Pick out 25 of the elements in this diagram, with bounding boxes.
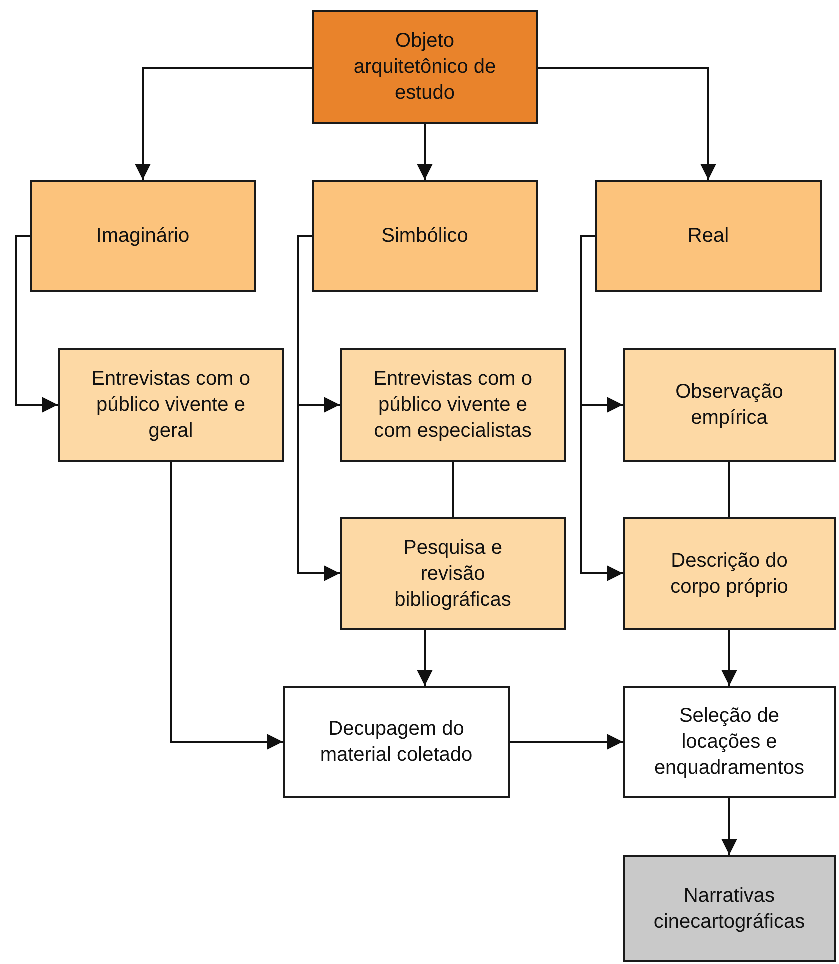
arrow xyxy=(722,798,738,855)
connector-line xyxy=(728,462,730,517)
process-box: Entrevistas com o público vivente e com especialistas xyxy=(340,348,566,462)
arrow xyxy=(135,67,312,180)
arrow xyxy=(417,630,433,686)
process-box: Real xyxy=(595,180,822,292)
process-box: Imaginário xyxy=(30,180,256,292)
process-box: Objeto arquitetônico de estudo xyxy=(312,10,538,124)
process-box: Observação empírica xyxy=(623,348,836,462)
process-box: Pesquisa e revisão bibliográficas xyxy=(340,517,566,630)
connector-line xyxy=(452,462,454,517)
process-box: Seleção de locações e enquadramentos xyxy=(623,686,836,798)
arrow xyxy=(170,462,283,750)
process-box: Decupagem do material coletado xyxy=(283,686,510,798)
arrow xyxy=(510,734,623,750)
process-box: Entrevistas com o público vivente e geral xyxy=(58,348,284,462)
process-box: Simbólico xyxy=(312,180,538,292)
arrow xyxy=(722,630,738,686)
arrow xyxy=(580,235,623,582)
arrow xyxy=(417,124,433,180)
arrow xyxy=(297,235,340,582)
arrow xyxy=(15,235,58,413)
process-box: Narrativas cinecartográficas xyxy=(623,855,836,962)
arrow xyxy=(538,67,716,180)
process-box: Descrição do corpo próprio xyxy=(623,517,836,630)
